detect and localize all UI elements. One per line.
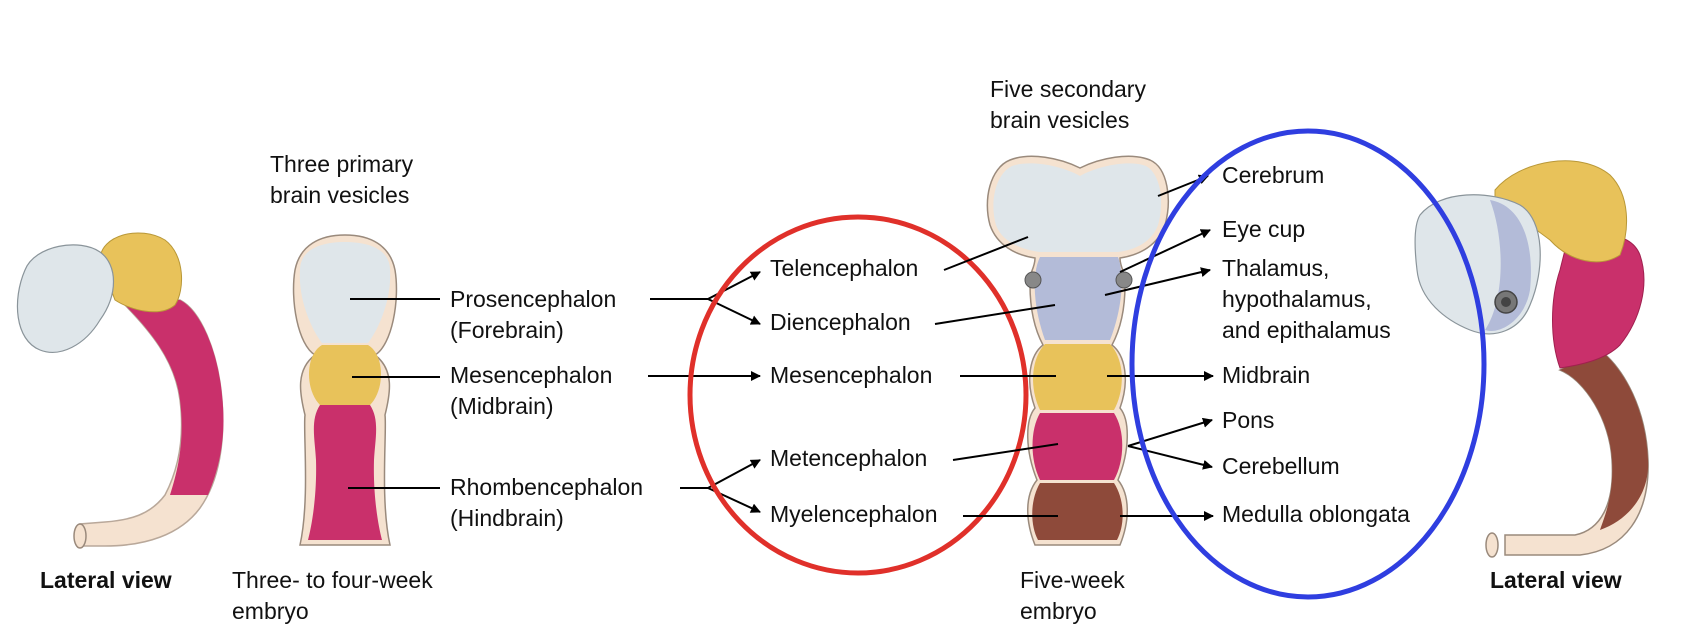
diencephalon-leader-line [934, 304, 1056, 325]
telencephalon-leader-line [943, 236, 1029, 271]
three-vesicle-neural-tube [292, 234, 398, 546]
mesencephalon-primary-label: Mesencephalon (Midbrain) [450, 362, 619, 419]
medulla-oblongata-label: Medulla oblongata [1222, 501, 1410, 527]
right-lateral-embryo-illustration [1414, 160, 1649, 558]
midbrain-label: Midbrain [1222, 362, 1310, 388]
three-to-four-week-caption: Three- to four-week embryo [232, 567, 439, 624]
diencephalon-label: Diencephalon [770, 309, 911, 335]
arrow-to-cerebellum [1127, 445, 1213, 470]
arrow-to-eye-cup [1119, 229, 1211, 273]
thalamus-label: Thalamus, hypothalamus, and epithalamus [1222, 255, 1391, 343]
metencephalon-leader-line [952, 443, 1059, 461]
telencephalon-label: Telencephalon [770, 255, 918, 281]
secondary-vesicles-heading: Five secondary brain vesicles [990, 76, 1152, 133]
five-vesicle-neural-tube [986, 155, 1169, 546]
eye-cup-label: Eye cup [1222, 216, 1305, 242]
pons-label: Pons [1222, 407, 1274, 433]
arrow-to-metencephalon [680, 459, 761, 489]
myelencephalon-label: Myelencephalon [770, 501, 938, 527]
five-week-caption: Five-week embryo [1020, 567, 1131, 624]
adult-structures-blue-circle [1129, 128, 1487, 600]
arrow-to-thalamus [1104, 267, 1211, 296]
arrow-to-telencephalon [650, 271, 761, 300]
rhombencephalon-label: Rhombencephalon (Hindbrain) [450, 474, 649, 531]
left-lateral-view-label: Lateral view [40, 567, 172, 593]
primary-vesicles-heading: Three primary brain vesicles [270, 151, 420, 208]
left-lateral-embryo-illustration [16, 232, 224, 549]
prosencephalon-label: Prosencephalon (Forebrain) [450, 286, 623, 343]
secondary-vesicles-red-circle [687, 214, 1029, 576]
metencephalon-label: Metencephalon [770, 445, 927, 471]
cerebrum-label: Cerebrum [1222, 162, 1324, 188]
cerebellum-label: Cerebellum [1222, 453, 1340, 479]
mesencephalon-secondary-label: Mesencephalon [770, 362, 932, 388]
right-lateral-view-label: Lateral view [1490, 567, 1622, 593]
